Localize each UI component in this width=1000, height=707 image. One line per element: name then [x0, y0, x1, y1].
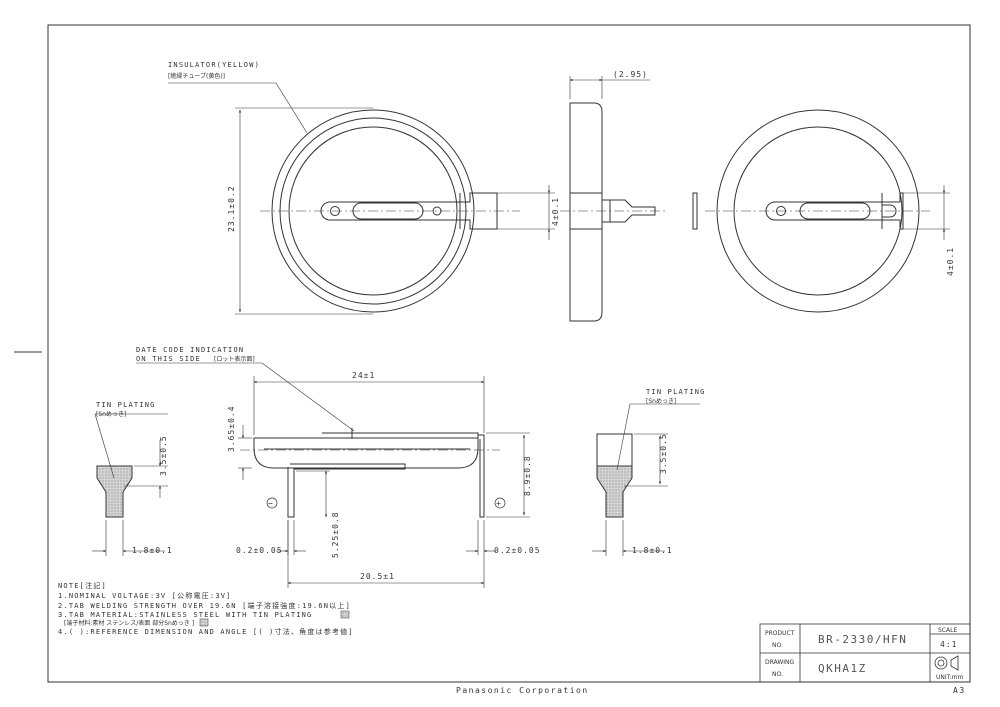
elevation-view: [240, 428, 500, 518]
note-2: 2.TAB WELDING STRENGTH OVER 19.6N [端子溶接強…: [58, 601, 351, 610]
date-code-label-jp: [ロット表示面]: [214, 355, 255, 363]
title-block: [759, 623, 971, 683]
dim-total-height: 8.9±0.8: [523, 455, 532, 496]
dim-overall-length: 24±1: [352, 371, 375, 380]
notes-title: NOTE[注記]: [58, 581, 107, 590]
tin-plating-label-left: TIN PLATING: [96, 401, 156, 409]
scale-value: 4:1: [940, 640, 957, 649]
sheet-border: [47, 24, 971, 683]
dim-tab-length: 5.25±0.8: [331, 511, 340, 558]
product-label-1: PRODUCT: [765, 630, 795, 637]
hatch-swatch-2: [199, 618, 209, 627]
back-view: [692, 109, 930, 313]
minus-terminal-mark: [266, 497, 278, 509]
note-4: 4.( ):REFERENCE DIMENSION AND ANGLE [( )…: [58, 627, 354, 636]
dim-tip-height-left: 3.5±0.5: [159, 435, 168, 476]
dim-lead-thickness-left: 0.2±0.05: [236, 546, 283, 555]
dim-tab-width-right: 4±0.1: [946, 247, 955, 276]
hatch-swatch-1: [340, 610, 350, 619]
note-1: 1.NOMINAL VOLTAGE:3V [公称電圧:3V]: [58, 591, 232, 600]
tin-plating-label-left-jp: [Snめっき]: [96, 411, 126, 418]
projection-symbol: [934, 655, 959, 671]
dim-thickness: (2.95): [613, 70, 648, 79]
notes-block: NOTE[注記] 1.NOMINAL VOLTAGE:3V [公称電圧:3V] …: [58, 581, 354, 636]
dim-diameter: 23.1±0.2: [227, 185, 236, 232]
front-view: [260, 109, 520, 313]
drawing-label-1: DRAWING: [765, 659, 795, 666]
dim-tab-width: 4±0.1: [551, 197, 560, 226]
tip-detail-left: [96, 465, 133, 518]
tip-detail-right: [596, 433, 633, 518]
date-code-label-1: DATE CODE INDICATION: [136, 346, 244, 354]
product-label-2: NO.: [772, 642, 783, 649]
note-3: 3.TAB MATERIAL:STAINLESS STEEL WITH TIN …: [58, 611, 312, 619]
dim-tip-height-right: 3.5±0.5: [659, 433, 668, 474]
insulator-label-jp: [絶縁チューブ(黄色)]: [168, 72, 225, 80]
drawing-label-2: NO.: [772, 671, 783, 678]
sheet-size: A3: [953, 686, 966, 695]
dim-tip-width-left: 1.8±0.1: [132, 546, 173, 555]
plus-terminal-mark: [494, 497, 506, 509]
note-3-jp: [端子材料:素材 ステンレス/表面 部分Snめっき ]: [64, 619, 194, 627]
tin-plating-label-right-jp: [Snめっき]: [646, 398, 676, 405]
product-no: BR-2330/HFN: [818, 633, 907, 646]
plus-sign: +: [496, 499, 502, 508]
scale-label: SCALE: [938, 627, 957, 634]
dim-body-height: 3.65±0.4: [227, 405, 236, 452]
dim-lead-thickness-right: 0.2±0.05: [494, 546, 541, 555]
tin-plating-label-right: TIN PLATING: [646, 388, 706, 396]
dim-lead-pitch: 20.5±1: [360, 572, 395, 581]
side-view: [560, 102, 665, 322]
minus-sign: −: [268, 499, 274, 508]
company-name: Panasonic Corporation: [456, 686, 589, 695]
insulator-label: INSULATOR(YELLOW): [168, 61, 260, 69]
date-code-label-2: ON THIS SIDE: [136, 355, 201, 363]
drawing-no: QKHA1Z: [818, 662, 867, 675]
dim-tip-width-right: 1.8±0.1: [632, 546, 673, 555]
unit-label: UNIT:mm: [936, 674, 964, 681]
